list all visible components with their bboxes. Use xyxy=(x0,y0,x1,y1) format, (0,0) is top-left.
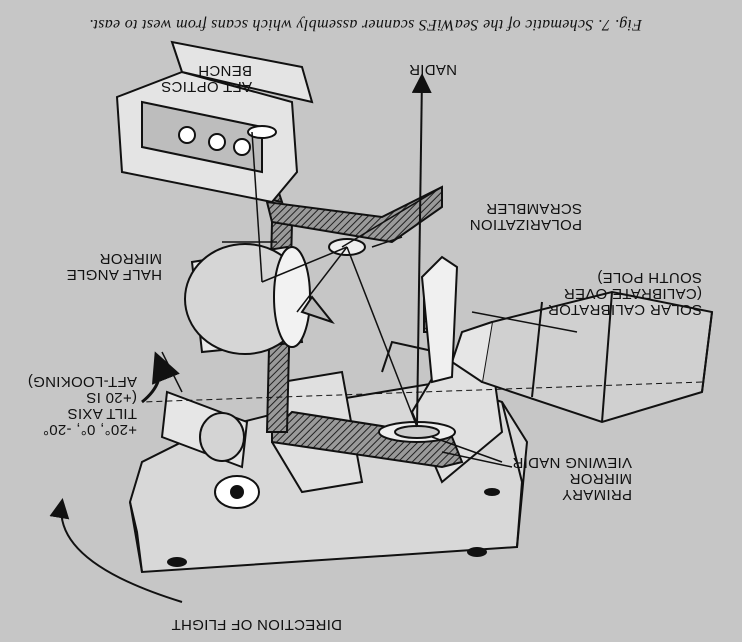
optical-path-lines xyxy=(251,131,443,428)
nadir-arrow xyxy=(411,73,432,428)
figure-caption: Fig. 7. Schematic of the SeaWiFS scanner… xyxy=(88,16,642,33)
leader-lines xyxy=(161,236,578,468)
nadir-label: NADIR xyxy=(408,61,457,78)
direction-of-flight-label: DIRECTION OF FLIGHT xyxy=(171,616,342,633)
aft-optics-bench xyxy=(115,40,314,204)
polarization-scrambler-label: POLARIZATION SCRAMBLER xyxy=(469,200,582,233)
half-angle-mirror-label: HALF ANGLE MIRROR xyxy=(66,250,162,283)
tilt-motor xyxy=(160,390,260,509)
half-angle-mirror-assembly xyxy=(184,243,335,355)
direction-of-flight-arrow xyxy=(49,498,183,603)
housing-upper-hatched xyxy=(265,185,443,244)
base-feet xyxy=(167,488,500,567)
tilt-rotation-arrow xyxy=(141,351,180,404)
tilt-axis-line xyxy=(141,381,703,403)
primary-mirror-label: PRIMARY MIRROR VIEWING NADIR xyxy=(512,454,632,503)
solar-calibrator-label: SOLAR CALIBRATOR (CALIBRATE OVER SOUTH P… xyxy=(547,269,702,318)
aft-optics-label: AFT OPTICS BENCH xyxy=(160,62,252,95)
tilt-axis-label: +20°, 0°, -20° TILT AXIS (+20 IS AFT-LOO… xyxy=(27,373,137,438)
